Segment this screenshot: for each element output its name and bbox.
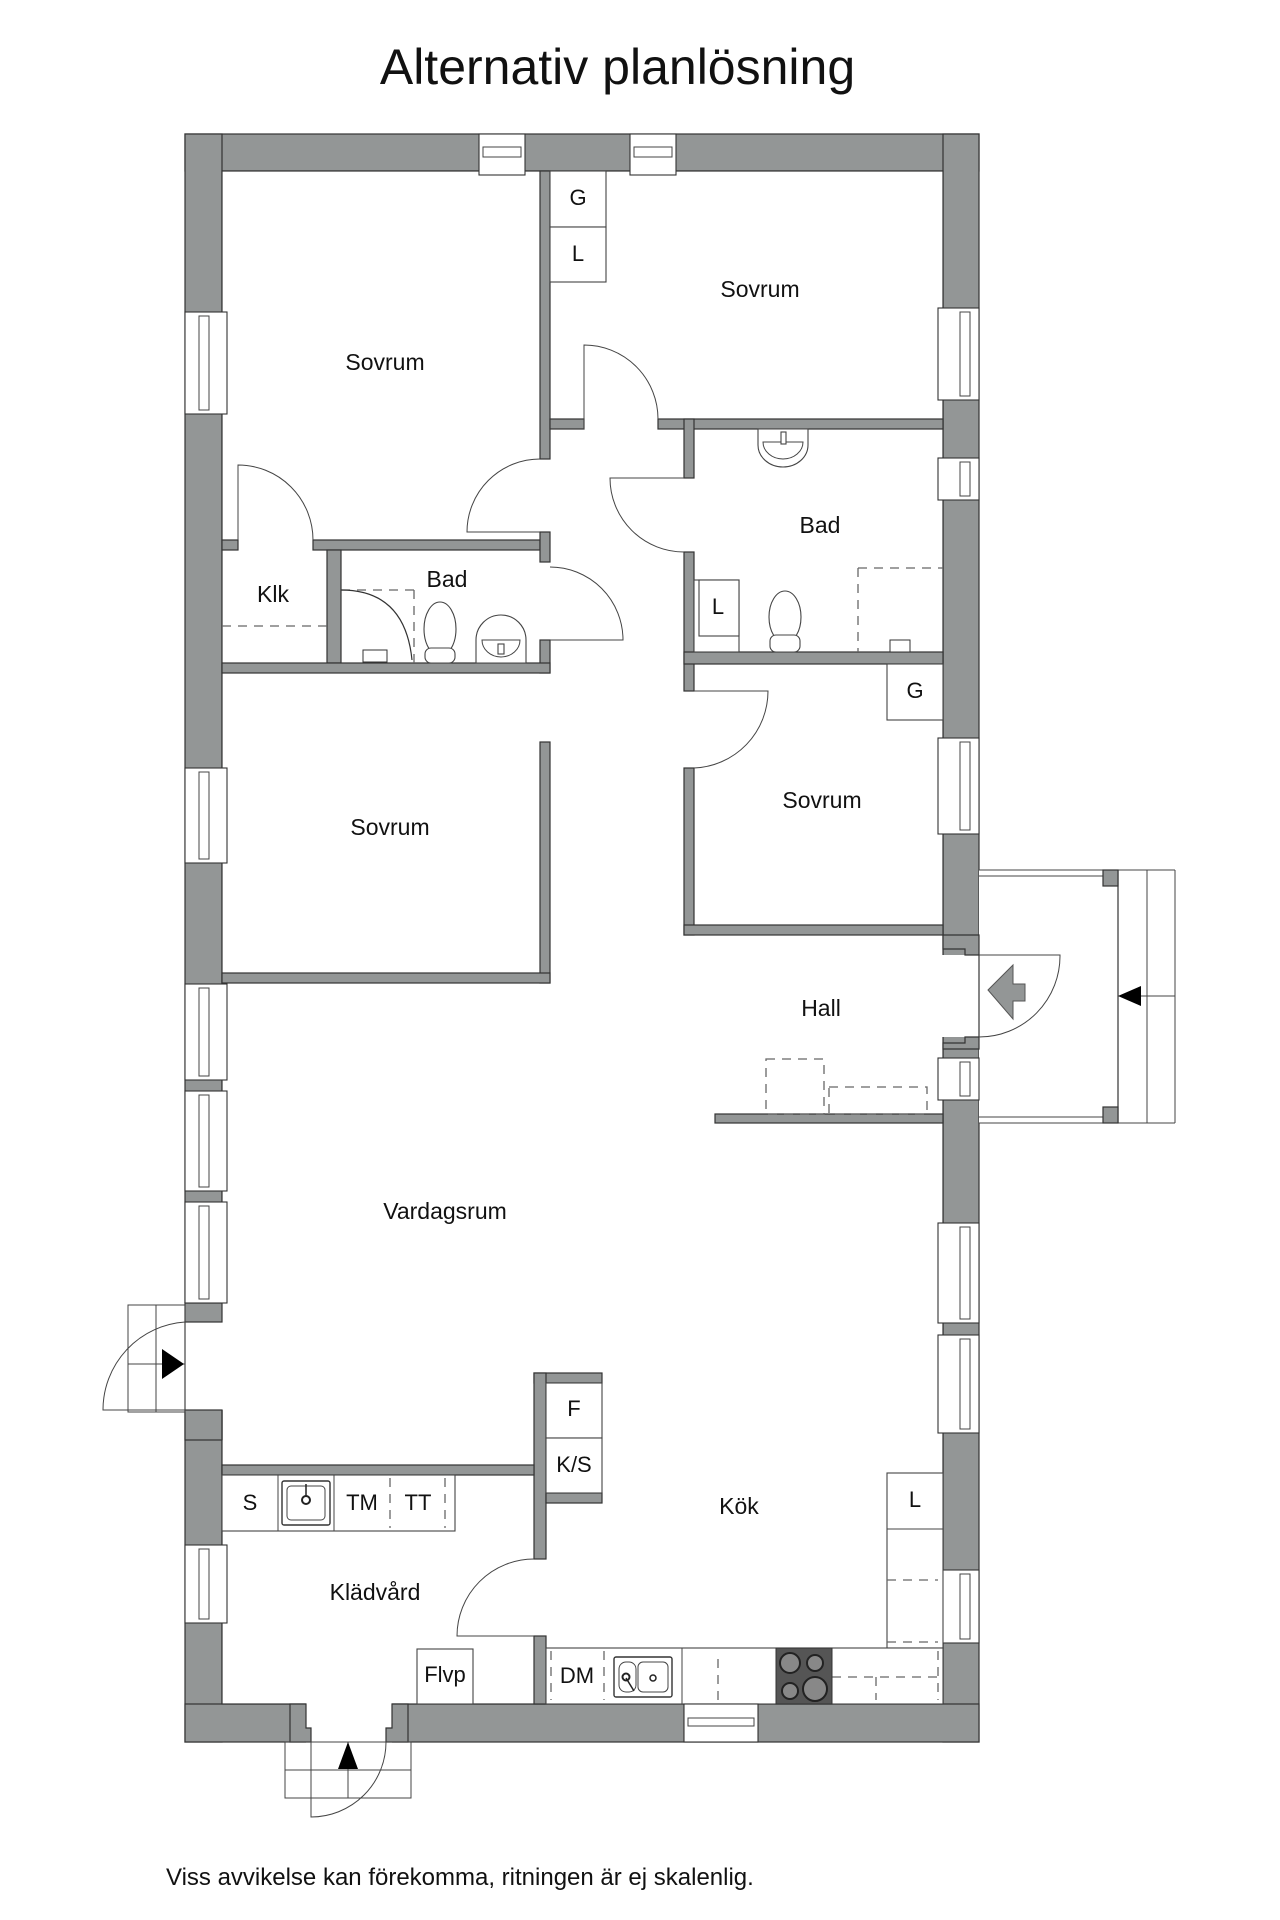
east-porch xyxy=(940,869,1176,1124)
windows xyxy=(184,133,980,1743)
fixture-tm-label: TM xyxy=(346,1490,378,1515)
fixture-ks-label: K/S xyxy=(556,1452,591,1477)
fixture-tt-label: TT xyxy=(405,1490,432,1515)
room-label-bad-large: Bad xyxy=(800,512,841,538)
room-label-hall: Hall xyxy=(801,995,841,1021)
step-arrow-icon xyxy=(162,1349,184,1379)
stove-icon xyxy=(775,1647,833,1705)
room-label-sovrum-mid-right: Sovrum xyxy=(782,787,861,813)
fixture-f-label: F xyxy=(567,1396,580,1421)
fixture-l-bath-label: L xyxy=(712,594,724,619)
room-labels: Sovrum Sovrum Klk Bad Sovrum Sovrum Hall… xyxy=(257,276,862,1605)
room-label-kladvard: Klädvård xyxy=(330,1579,421,1605)
step-arrow-icon xyxy=(338,1742,358,1769)
toilet-icon xyxy=(768,590,802,653)
south-entry xyxy=(284,1700,412,1818)
room-label-sovrum-top-left: Sovrum xyxy=(345,349,424,375)
fixture-dm-label: DM xyxy=(560,1663,594,1688)
fixture-l-top xyxy=(549,226,607,283)
room-label-vardagsrum: Vardagsrum xyxy=(383,1198,507,1224)
interior-walls xyxy=(221,170,944,1705)
washbasin-icon xyxy=(475,614,527,664)
toilet-icon xyxy=(423,601,457,664)
fixture-g-top xyxy=(549,170,607,228)
entry-arrow-icon xyxy=(1118,986,1141,1006)
fixture-g-label: G xyxy=(569,185,586,210)
entry-arrow-icon xyxy=(987,963,1026,1021)
fixture-l-kitchen-label: L xyxy=(909,1487,921,1512)
shower-icon xyxy=(340,589,415,663)
room-label-sovrum-top-right: Sovrum xyxy=(720,276,799,302)
fixture-g-bedroom-label: G xyxy=(906,678,923,703)
west-entry xyxy=(102,1302,230,1441)
sink-icon xyxy=(281,1480,331,1526)
fixture-flvp-label: Flvp xyxy=(424,1662,466,1687)
sink-icon xyxy=(613,1656,673,1698)
shower-icon xyxy=(857,567,943,653)
doors xyxy=(237,344,769,1637)
disclaimer-text: Viss avvikelse kan förekomma, ritningen … xyxy=(166,1864,754,1891)
fixtures: G L Bad L xyxy=(221,170,944,1743)
room-label-kok: Kök xyxy=(719,1493,759,1519)
fixture-l-label: L xyxy=(572,241,584,266)
page-title: Alternativ planlösning xyxy=(379,39,856,95)
washbasin-icon xyxy=(757,428,809,468)
room-label-bad-small: Bad xyxy=(427,566,468,592)
room-label-klk: Klk xyxy=(257,581,289,607)
fixture-s-label: S xyxy=(243,1490,258,1515)
room-label-sovrum-mid-left: Sovrum xyxy=(350,814,429,840)
